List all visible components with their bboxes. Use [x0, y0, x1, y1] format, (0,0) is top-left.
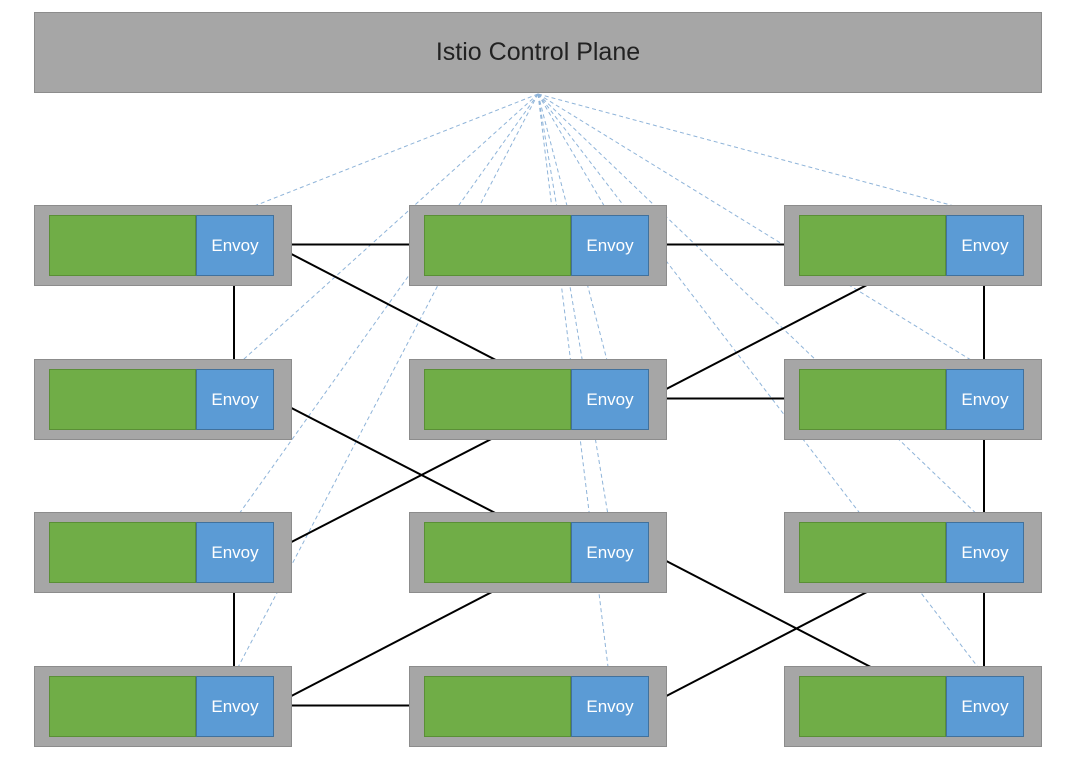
pod-r3c2: Envoy — [409, 512, 667, 593]
control-link-r1c2 — [537, 93, 610, 215]
envoy-proxy-r1c2: Envoy — [571, 215, 649, 276]
app-container-r3c2 — [424, 522, 571, 583]
app-container-r3c3 — [799, 522, 946, 583]
app-container-r1c3 — [799, 215, 946, 276]
envoy-proxy-r1c3: Envoy — [946, 215, 1024, 276]
pod-r1c3: Envoy — [784, 205, 1042, 286]
envoy-label: Envoy — [586, 235, 634, 255]
control-plane-label: Istio Control Plane — [435, 38, 641, 66]
envoy-label: Envoy — [586, 389, 634, 409]
pod-r2c2: Envoy — [409, 359, 667, 440]
app-container-r4c3 — [799, 676, 946, 737]
envoy-proxy-r2c2: Envoy — [571, 369, 649, 430]
envoy-label: Envoy — [961, 542, 1009, 562]
envoy-label: Envoy — [586, 696, 634, 716]
pod-r4c1: Envoy — [34, 666, 292, 747]
envoy-label: Envoy — [961, 696, 1009, 716]
app-container-r2c1 — [49, 369, 196, 430]
envoy-label: Envoy — [211, 389, 259, 409]
app-container-r2c2 — [424, 369, 571, 430]
pod-r4c2: Envoy — [409, 666, 667, 747]
envoy-proxy-r3c3: Envoy — [946, 522, 1024, 583]
control-link-r1c3 — [537, 93, 985, 215]
control-link-r3c2 — [537, 93, 610, 522]
pod-r2c1: Envoy — [34, 359, 292, 440]
pod-r3c1: Envoy — [34, 512, 292, 593]
control-link-r3c3 — [537, 93, 985, 522]
envoy-label: Envoy — [211, 235, 259, 255]
envoy-proxy-r4c2: Envoy — [571, 676, 649, 737]
pod-r4c3: Envoy — [784, 666, 1042, 747]
envoy-label: Envoy — [586, 542, 634, 562]
app-container-r2c3 — [799, 369, 946, 430]
envoy-proxy-r2c3: Envoy — [946, 369, 1024, 430]
envoy-label: Envoy — [961, 235, 1009, 255]
app-container-r1c2 — [424, 215, 571, 276]
app-container-r4c1 — [49, 676, 196, 737]
app-container-r4c2 — [424, 676, 571, 737]
envoy-label: Envoy — [961, 389, 1009, 409]
control-plane: Istio Control Plane — [34, 12, 1042, 93]
envoy-proxy-r2c1: Envoy — [196, 369, 274, 430]
envoy-proxy-r4c1: Envoy — [196, 676, 274, 737]
pod-r1c1: Envoy — [34, 205, 292, 286]
pod-r1c2: Envoy — [409, 205, 667, 286]
control-link-r1c1 — [233, 93, 539, 215]
control-link-r3c1 — [233, 93, 539, 522]
app-container-r3c1 — [49, 522, 196, 583]
envoy-label: Envoy — [211, 542, 259, 562]
pod-r2c3: Envoy — [784, 359, 1042, 440]
envoy-proxy-r1c1: Envoy — [196, 215, 274, 276]
envoy-label: Envoy — [211, 696, 259, 716]
envoy-proxy-r4c3: Envoy — [946, 676, 1024, 737]
pod-r3c3: Envoy — [784, 512, 1042, 593]
envoy-proxy-r3c2: Envoy — [571, 522, 649, 583]
envoy-proxy-r3c1: Envoy — [196, 522, 274, 583]
app-container-r1c1 — [49, 215, 196, 276]
